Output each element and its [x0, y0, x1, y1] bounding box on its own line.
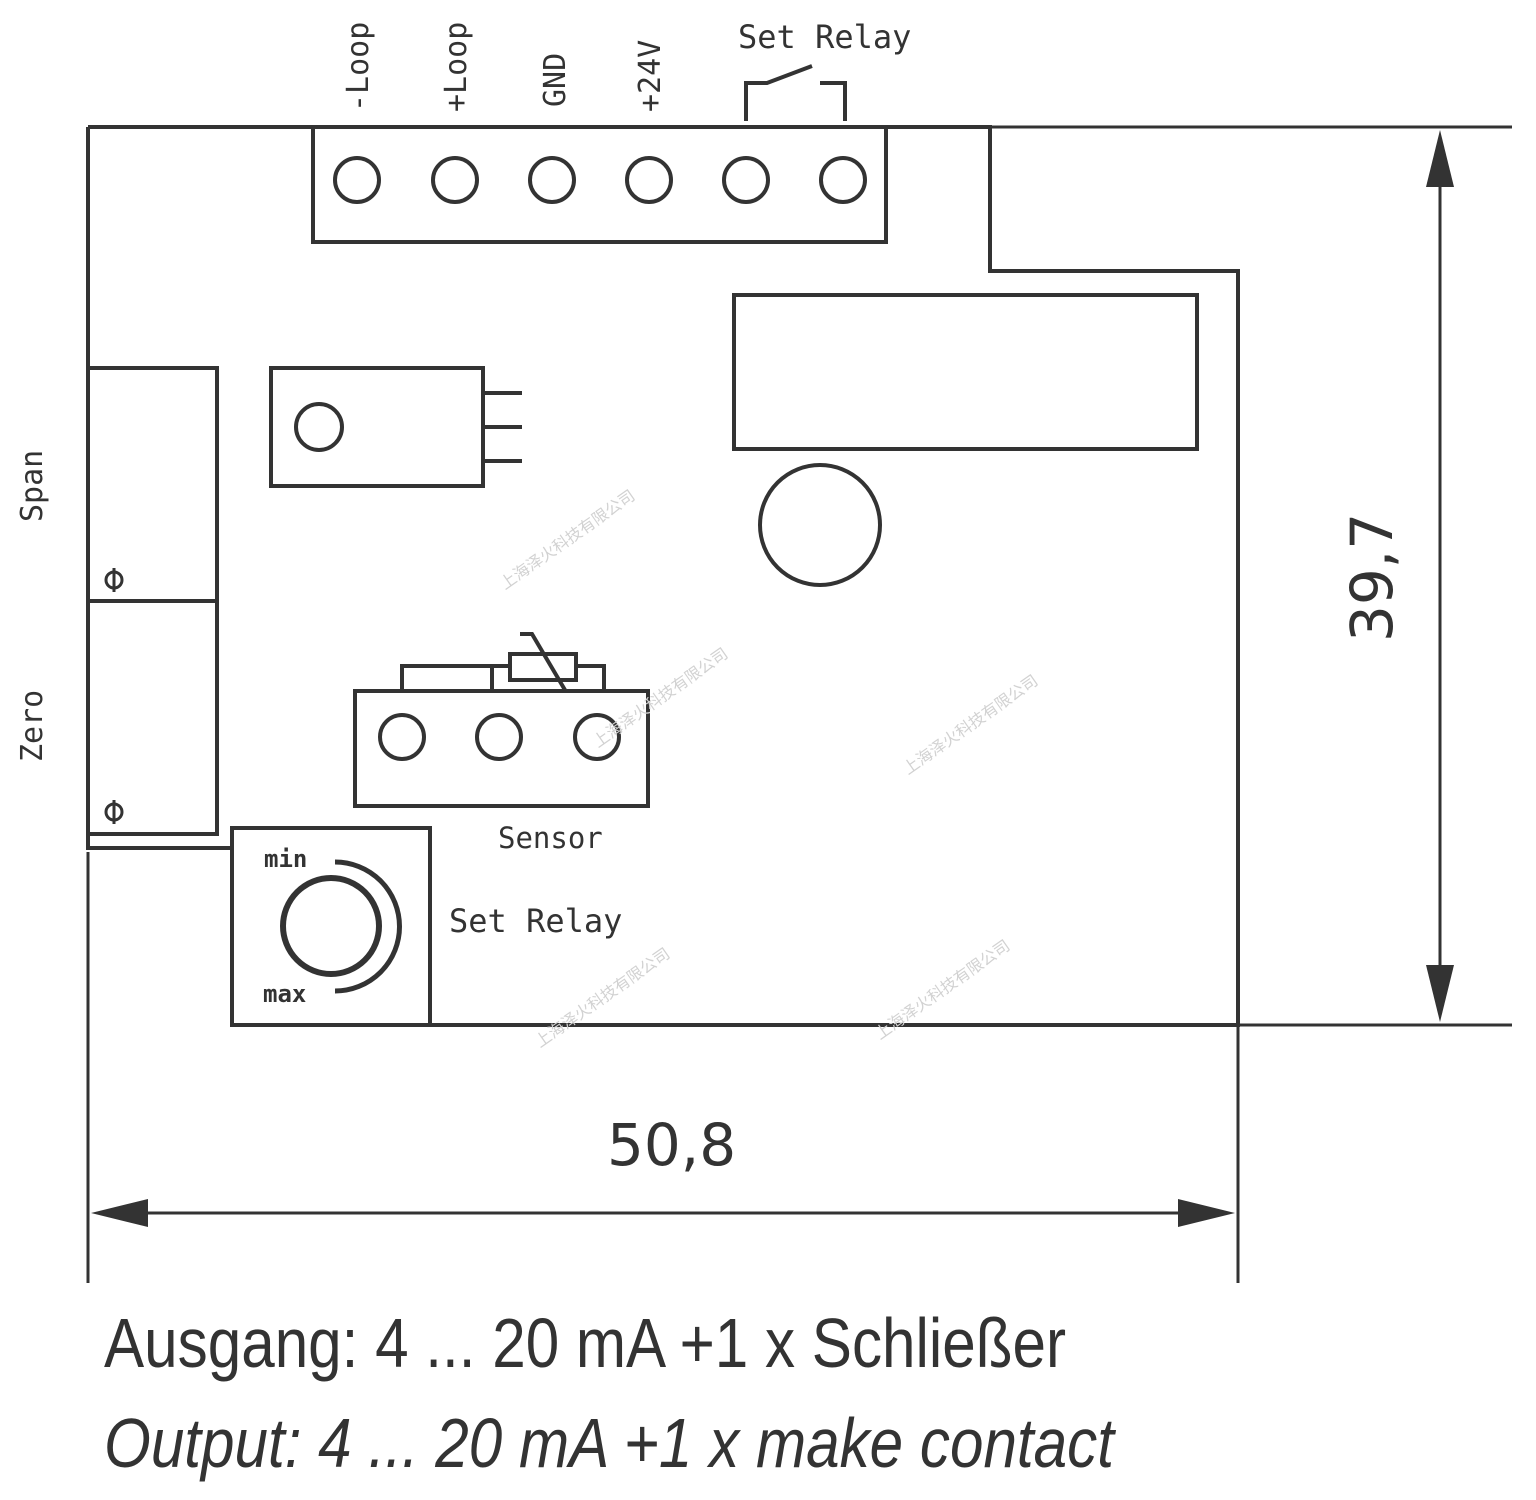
caption-english: Output: 4 ... 20 mA +1 x make contact [104, 1404, 1114, 1482]
height-arrow-bottom [1426, 965, 1454, 1022]
sensor-hole-1 [378, 713, 426, 761]
zero-potentiometer [86, 599, 219, 836]
relay-label-top: Set Relay [738, 18, 911, 56]
watermark: 上海泽火科技有限公司 [496, 486, 638, 593]
zero-label: Zero [15, 690, 50, 762]
width-arrow-right [1178, 1199, 1235, 1227]
sensor-thermistor-bracket [400, 664, 606, 691]
height-dimension-value: 39,7 [1338, 513, 1406, 642]
thermistor-slash [520, 632, 567, 692]
terminal-block [311, 125, 888, 244]
sensor-hole-2 [475, 713, 523, 761]
watermark: 上海泽火科技有限公司 [871, 936, 1013, 1043]
watermark: 上海泽火科技有限公司 [589, 644, 731, 751]
sensor-label: Sensor [498, 821, 603, 855]
knob-arc [334, 859, 402, 994]
span-potentiometer [86, 366, 219, 603]
terminal-hole-gnd [528, 156, 576, 204]
round-component [758, 463, 882, 587]
set-relay-knob-box [230, 826, 432, 1027]
terminal-hole-relay-b [819, 156, 867, 204]
relay-contact-symbol [744, 64, 847, 121]
relay-component [732, 293, 1199, 451]
knob-max-label: max [263, 980, 306, 1008]
caption-german: Ausgang: 4 ... 20 mA +1 x Schließer [104, 1304, 1067, 1382]
voltage-regulator [269, 366, 485, 488]
watermark: 上海泽火科技有限公司 [899, 671, 1041, 778]
width-arrow-left [91, 1199, 148, 1227]
set-relay-knob [280, 875, 382, 977]
width-dimension-value: 50,8 [607, 1111, 736, 1179]
regulator-mount-hole [294, 402, 344, 452]
height-arrow-top [1426, 130, 1454, 187]
knob-set-relay-label: Set Relay [449, 902, 622, 940]
board-outline [86, 125, 1240, 1027]
thermistor-symbol [508, 652, 578, 682]
span-label: Span [15, 450, 50, 522]
terminal-label-gnd: GND [538, 53, 573, 107]
terminal-hole-relay-a [722, 156, 770, 204]
terminal-hole-24v [625, 156, 673, 204]
terminal-label-loop-plus: +Loop [439, 22, 474, 112]
knob-min-label: min [264, 845, 307, 873]
terminal-label-24v: +24V [633, 40, 668, 112]
watermark: 上海泽火科技有限公司 [531, 944, 673, 1051]
terminal-hole-loop-minus [333, 156, 381, 204]
sensor-hole-3 [573, 713, 621, 761]
terminal-label-loop-minus: -Loop [341, 22, 376, 112]
sensor-terminal [353, 689, 650, 808]
terminal-hole-loop-plus [431, 156, 479, 204]
